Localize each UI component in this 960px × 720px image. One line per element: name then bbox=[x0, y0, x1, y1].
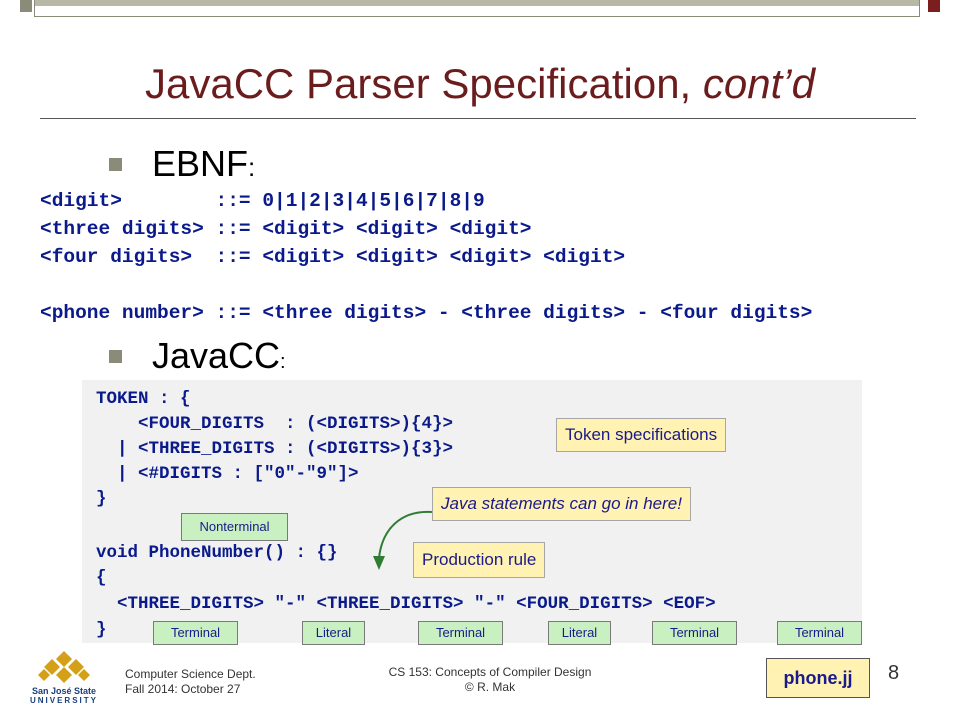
top-left-square bbox=[20, 0, 32, 12]
logo-text: San José State UNIVERSITY bbox=[28, 686, 100, 706]
slide-title: JavaCC Parser Specification, cont’d bbox=[0, 60, 960, 108]
footer-center: CS 153: Concepts of Compiler Design © R.… bbox=[360, 665, 620, 695]
logo-sub: UNIVERSITY bbox=[29, 696, 98, 705]
footer-term: Fall 2014: October 27 bbox=[125, 682, 241, 696]
label-terminal: Terminal bbox=[652, 621, 737, 645]
code-line: <FOUR_DIGITS : (<DIGITS>){4}> bbox=[96, 414, 454, 434]
footer-author: © R. Mak bbox=[464, 680, 516, 694]
label-nonterminal: Nonterminal bbox=[181, 513, 288, 541]
callout-production-rule: Production rule bbox=[413, 542, 546, 578]
footer-left: Computer Science Dept. Fall 2014: Octobe… bbox=[125, 667, 256, 697]
label-terminal: Terminal bbox=[777, 621, 862, 645]
code-line: { bbox=[96, 568, 107, 588]
callout-token-specifications: Token specifications bbox=[556, 418, 727, 452]
code-line: TOKEN : { bbox=[96, 389, 191, 409]
filename-badge: phone.jj bbox=[766, 658, 870, 698]
footer-course: CS 153: Concepts of Compiler Design bbox=[388, 665, 592, 679]
label-terminal: Terminal bbox=[418, 621, 503, 645]
ebnf-line: <digit> ::= 0|1|2|3|4|5|6|7|8|9 bbox=[40, 190, 485, 212]
callout-java-statements: Java statements can go in here! bbox=[432, 487, 691, 521]
label-literal: Literal bbox=[548, 621, 611, 645]
curved-arrow-icon bbox=[373, 510, 433, 570]
university-logo-icon bbox=[38, 651, 90, 683]
logo-name: San José State bbox=[31, 686, 97, 696]
bullet-ebnf: EBNF: bbox=[152, 143, 255, 185]
bullet-javacc-colon: : bbox=[280, 351, 286, 373]
code-line: void PhoneNumber() : {} bbox=[96, 543, 338, 563]
bullet-javacc-label: JavaCC bbox=[152, 335, 281, 376]
bullet-ebnf-label: EBNF bbox=[152, 143, 249, 184]
ebnf-line: <three digits> ::= <digit> <digit> <digi… bbox=[40, 218, 532, 240]
title-italic: cont’d bbox=[702, 60, 815, 107]
code-line: | <#DIGITS : ["0"-"9"]> bbox=[96, 464, 359, 484]
callout-java-statements-text: Java statements can go in here! bbox=[441, 494, 682, 513]
title-rule bbox=[40, 118, 916, 119]
bullet-square-icon bbox=[109, 350, 122, 363]
code-line: | <THREE_DIGITS : (<DIGITS>){3}> bbox=[96, 439, 454, 459]
code-line: } bbox=[96, 489, 107, 509]
code-line: <THREE_DIGITS> "-" <THREE_DIGITS> "-" <F… bbox=[96, 594, 716, 614]
ebnf-line: <phone number> ::= <three digits> - <thr… bbox=[40, 302, 813, 324]
top-right-square bbox=[928, 0, 940, 12]
top-bar bbox=[34, 0, 920, 17]
label-terminal: Terminal bbox=[153, 621, 238, 645]
bullet-ebnf-colon: : bbox=[248, 152, 256, 182]
bullet-square-icon bbox=[109, 158, 122, 171]
page-number: 8 bbox=[888, 662, 900, 684]
bullet-javacc: JavaCC: bbox=[152, 335, 286, 377]
filename-text: phone.jj bbox=[783, 668, 853, 688]
code-line: } bbox=[96, 620, 107, 640]
title-main: JavaCC Parser Specification, bbox=[145, 60, 703, 107]
footer-dept: Computer Science Dept. bbox=[125, 667, 256, 681]
label-literal: Literal bbox=[302, 621, 365, 645]
ebnf-line: <four digits> ::= <digit> <digit> <digit… bbox=[40, 246, 626, 268]
